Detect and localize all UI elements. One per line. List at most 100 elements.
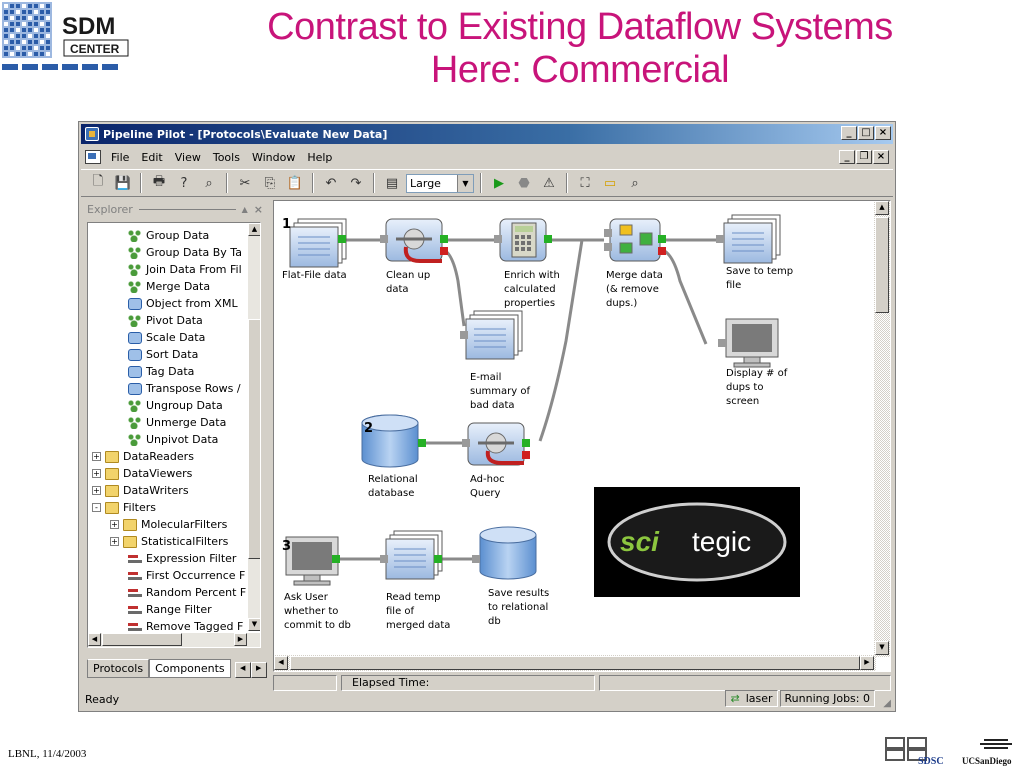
scitegic-logo: sci tegic [594, 487, 800, 597]
doc-restore-icon[interactable]: ❐ [856, 150, 872, 164]
menu-edit[interactable]: Edit [141, 150, 163, 164]
running-jobs: Running Jobs: 0 [779, 690, 875, 707]
tree-item[interactable]: +DataReaders [92, 448, 194, 465]
new-icon[interactable]: 🗋 [92, 174, 104, 189]
chevron-down-icon[interactable]: ▼ [457, 174, 473, 192]
logo-grid-cell [10, 40, 14, 44]
expand-icon[interactable]: + [92, 486, 101, 495]
document-icon[interactable] [85, 150, 101, 164]
tree-item[interactable]: Sort Data [128, 346, 198, 363]
tree-item[interactable]: +DataViewers [92, 465, 192, 482]
tree-item[interactable]: Merge Data [128, 278, 210, 295]
doc-minimize-icon[interactable]: _ [839, 150, 855, 164]
run-icon[interactable]: ▶ [494, 175, 504, 191]
scroll-left-icon[interactable]: ◀ [274, 656, 288, 670]
paste-icon[interactable]: 📋 [286, 175, 304, 191]
menu-window[interactable]: Window [251, 150, 296, 164]
scroll-thumb[interactable] [290, 656, 860, 670]
icon-size-icon[interactable]: ▤ [385, 175, 399, 191]
scroll-left-icon[interactable]: ◀ [88, 633, 101, 646]
logo-grid-cell [34, 22, 38, 26]
cut-icon[interactable]: ✂ [239, 175, 251, 191]
tree-item[interactable]: Scale Data [128, 329, 205, 346]
app-icon[interactable] [85, 127, 99, 141]
tab-components[interactable]: Components [149, 659, 231, 678]
canvas-vertical-scrollbar[interactable]: ▲ ▼ [874, 201, 890, 657]
tree-item[interactable]: Join Data From Fil [128, 261, 242, 278]
tree-item[interactable]: Pivot Data [128, 312, 203, 329]
scroll-right-icon[interactable]: ▶ [860, 656, 874, 670]
askuser-node-icon [285, 536, 340, 586]
tab-scroll-left-icon[interactable]: ◀ [234, 662, 251, 678]
filter-icon [128, 552, 142, 565]
tree-item[interactable]: Random Percent F [128, 584, 246, 601]
scroll-up-icon[interactable]: ▲ [875, 201, 889, 215]
redo-icon[interactable]: ↷ [350, 175, 362, 191]
tree-item[interactable]: Remove Tagged F [128, 618, 243, 635]
print-icon[interactable]: 🖶 [152, 174, 166, 189]
find-icon[interactable]: ⌕ [205, 175, 213, 191]
tree-item[interactable]: Range Filter [128, 601, 212, 618]
tab-scroll-right-icon[interactable]: ▶ [250, 662, 267, 678]
collapse-icon[interactable]: ▲ [241, 204, 248, 214]
tree-item[interactable]: Object from XML [128, 295, 238, 312]
tree-item[interactable]: Group Data By Ta [128, 244, 242, 261]
scroll-up-icon[interactable]: ▲ [248, 223, 260, 236]
tree-item[interactable]: Group Data [128, 227, 209, 244]
tree-horizontal-scrollbar[interactable]: ◀ ▶ [88, 633, 260, 647]
scroll-right-icon[interactable]: ▶ [234, 633, 247, 646]
logo-grid-cell [10, 10, 14, 14]
window-titlebar[interactable]: Pipeline Pilot - [Protocols\Evaluate New… [81, 124, 893, 144]
explorer-grip[interactable] [138, 208, 236, 210]
tree-item[interactable]: Transpose Rows / [128, 380, 241, 397]
tab-protocols[interactable]: Protocols [87, 659, 150, 678]
canvas-horizontal-scrollbar[interactable]: ◀ ▶ [274, 655, 876, 671]
server-status[interactable]: ⇄ laser [725, 690, 778, 707]
scroll-thumb[interactable] [875, 217, 889, 313]
undo-icon[interactable]: ↶ [325, 175, 337, 191]
step-number: 1 [282, 217, 292, 232]
scroll-down-icon[interactable]: ▼ [248, 618, 260, 631]
icon-size-select[interactable]: Large ▼ [406, 173, 474, 193]
tree-item[interactable]: +DataWriters [92, 482, 189, 499]
expand-icon[interactable]: + [110, 520, 119, 529]
tree-item[interactable]: Ungroup Data [128, 397, 223, 414]
close-icon[interactable]: × [253, 202, 263, 216]
tree-item[interactable]: Expression Filter [128, 550, 236, 567]
stop-icon[interactable]: ⬣ [518, 175, 530, 191]
help-icon[interactable]: ? [180, 175, 188, 191]
lasso-icon[interactable]: ⌕ [631, 175, 639, 191]
minimize-icon[interactable]: _ [841, 126, 857, 140]
collapse-icon[interactable]: - [92, 503, 101, 512]
expand-icon[interactable]: + [92, 452, 101, 461]
expand-icon[interactable]: + [92, 469, 101, 478]
tree-item[interactable]: Unpivot Data [128, 431, 218, 448]
menu-help[interactable]: Help [307, 150, 333, 164]
tree-item[interactable]: Tag Data [128, 363, 194, 380]
tree-item[interactable]: First Occurrence F [128, 567, 245, 584]
scroll-down-icon[interactable]: ▼ [875, 641, 889, 655]
tree-vertical-scrollbar[interactable]: ▲ ▼ [248, 223, 260, 631]
resize-grip-icon[interactable]: ◢ [883, 698, 891, 709]
logo-grid-cell [46, 4, 50, 8]
tree-item[interactable]: -Filters [92, 499, 156, 516]
menu-file[interactable]: File [111, 150, 130, 164]
maximize-icon[interactable]: □ [858, 126, 874, 140]
tree-item[interactable]: +StatisticalFilters [110, 533, 228, 550]
expand-icon[interactable]: + [110, 537, 119, 546]
tree-item[interactable]: Unmerge Data [128, 414, 226, 431]
close-icon[interactable]: × [875, 126, 891, 140]
doc-close-icon[interactable]: × [873, 150, 889, 164]
menu-tools[interactable]: Tools [212, 150, 240, 164]
fit-icon[interactable]: ⛶ [580, 175, 590, 191]
scroll-thumb[interactable] [248, 319, 260, 559]
note-icon[interactable]: ▭ [603, 175, 617, 191]
warning-icon[interactable]: ⚠ [543, 175, 555, 191]
scroll-thumb[interactable] [102, 633, 182, 646]
logo-grid-cell [28, 28, 32, 32]
tree-item[interactable]: +MolecularFilters [110, 516, 227, 533]
menu-view[interactable]: View [174, 150, 201, 164]
copy-icon[interactable]: ⎘ [264, 175, 276, 191]
save-icon[interactable]: 💾 [114, 175, 132, 191]
